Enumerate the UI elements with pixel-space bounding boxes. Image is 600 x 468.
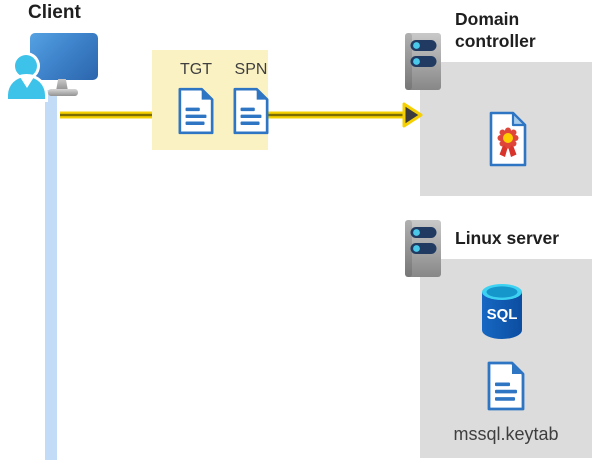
person-collar — [20, 77, 34, 88]
client-timeline-line — [45, 90, 57, 460]
linux-server-label: Linux server — [455, 228, 560, 248]
person-body-icon — [8, 77, 45, 99]
tgt-document-icon — [178, 87, 214, 135]
spn-label: SPN — [234, 61, 268, 78]
keytab-filename-label: mssql.keytab — [453, 424, 559, 444]
monitor-stand-base — [48, 89, 78, 96]
spn-document-icon — [233, 87, 269, 135]
person-head-icon — [15, 55, 37, 77]
domain-controller-label: Domain controller — [455, 9, 536, 51]
server-rack-icon — [405, 33, 441, 90]
monitor-icon — [30, 33, 98, 80]
sql-icon-label: SQL — [487, 306, 518, 323]
keytab-document-icon — [487, 361, 525, 411]
sql-database-icon: SQL — [482, 284, 522, 339]
token-highlight-box: TGT SPN — [152, 50, 269, 150]
server-rack-icon — [405, 220, 441, 277]
certificate-icon — [489, 111, 527, 167]
client-label: Client — [28, 2, 81, 23]
tgt-label: TGT — [180, 61, 212, 78]
monitor-stand — [56, 79, 68, 91]
